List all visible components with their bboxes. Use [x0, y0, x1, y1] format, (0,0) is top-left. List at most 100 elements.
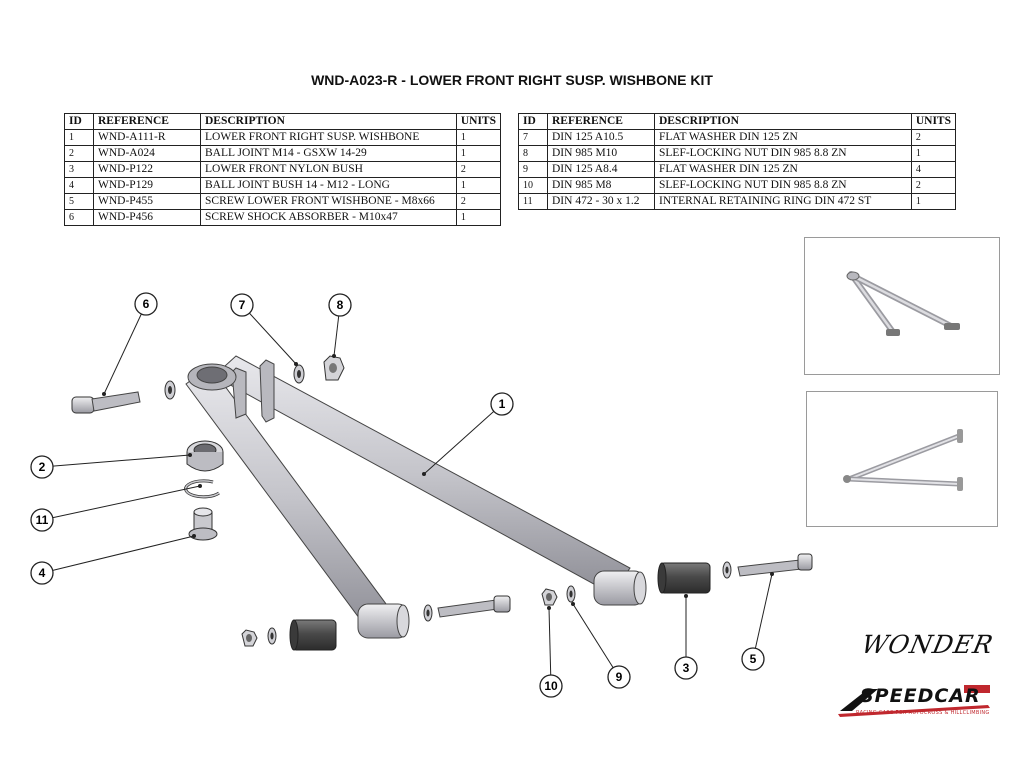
callout-bubble-10 [539, 674, 563, 698]
callout-arrowhead-8 [332, 354, 336, 358]
callout-leader-6 [103, 303, 147, 395]
callout-arrowhead-1 [422, 472, 426, 476]
callout-arrowhead-11 [198, 484, 202, 488]
wishbone-arm [185, 355, 647, 639]
cell-units: 1 [455, 209, 502, 226]
callout-label-8: 8 [337, 298, 344, 312]
cell-reference: WND-P455 [93, 193, 201, 210]
callout-bubble-7 [230, 293, 254, 317]
callout-arrowhead-9 [571, 602, 575, 606]
table-header-row: ID REFERENCE DESCRIPTION UNITS [518, 113, 957, 130]
col-units: UNITS [910, 113, 957, 130]
cell-description: LOWER FRONT RIGHT SUSP. WISHBONE [200, 129, 457, 146]
cell-reference: WND-A024 [93, 145, 201, 162]
washer-part-9 [566, 585, 576, 603]
cell-reference: WND-P122 [93, 161, 201, 178]
cell-reference: DIN 985 M10 [547, 145, 655, 162]
callout-label-3: 3 [683, 661, 690, 675]
callout-leader-10 [548, 607, 552, 687]
nut-m8-part-10 [541, 588, 558, 606]
ball-joint-part-2 [186, 440, 224, 472]
callout-label-4: 4 [39, 566, 46, 580]
callout-arrowhead-10 [547, 606, 551, 610]
callout-bubble-9 [607, 665, 631, 689]
callout-bubble-1 [490, 392, 514, 416]
callout-label-10: 10 [544, 679, 558, 693]
callout-layer: 1 2 3 4 5 6 7 8 9 10 11 [30, 292, 774, 698]
callout-arrowhead-7 [294, 362, 298, 366]
nylon-bush-bottom-left [289, 619, 337, 651]
callout-leader-9 [572, 603, 620, 678]
cell-reference: WND-P456 [93, 209, 201, 226]
callout-bubble-3 [674, 656, 698, 680]
callout-arrowhead-2 [188, 453, 192, 457]
callout-label-6: 6 [143, 297, 150, 311]
callout-arrowhead-4 [192, 534, 196, 538]
callout-label-7: 7 [239, 298, 246, 312]
callout-bubble-11 [30, 508, 54, 532]
cell-description: SCREW SHOCK ABSORBER - M10x47 [200, 209, 457, 226]
callout-bubble-4 [30, 561, 54, 585]
nut-m8-bottom-left [241, 629, 258, 647]
table-header-row: ID REFERENCE DESCRIPTION UNITS [64, 113, 502, 130]
col-reference: REFERENCE [547, 113, 655, 130]
callout-label-9: 9 [616, 670, 623, 684]
retaining-ring-part-11 [184, 479, 220, 499]
callout-bubble-2 [30, 455, 54, 479]
speedcar-swoosh-icon [838, 685, 990, 717]
washer-bottom-mid [423, 604, 433, 622]
screw-m8-bottom [437, 595, 511, 618]
speedcar-tagline: RACING CARS FOR AUTOCROSS & HILLCLIMBING [856, 710, 990, 716]
speedcar-logo-text: SPEEDCAR [860, 685, 981, 707]
cell-units: 1 [910, 193, 957, 210]
cell-reference: DIN 472 - 30 x 1.2 [547, 193, 655, 210]
screw-m10-part-6 [71, 391, 141, 414]
washer-part-7-b [293, 364, 305, 384]
cell-description: SCREW LOWER FRONT WISHBONE - M8x66 [200, 193, 457, 210]
callout-leader-11 [41, 485, 201, 521]
callout-bubble-8 [328, 293, 352, 317]
cell-reference: DIN 125 A8.4 [547, 161, 655, 178]
nylon-bush-part-3 [657, 562, 711, 594]
callout-label-1: 1 [499, 397, 506, 411]
cell-description: INTERNAL RETAINING RING DIN 472 ST [654, 193, 912, 210]
cell-reference: DIN 125 A10.5 [547, 129, 655, 146]
callout-label-2: 2 [39, 460, 46, 474]
callout-leader-5 [752, 573, 773, 660]
kit-title: WND-A023-R - LOWER FRONT RIGHT SUSP. WIS… [311, 72, 713, 88]
callout-leader-7 [241, 304, 297, 365]
cell-id: 6 [64, 209, 94, 226]
callout-arrowhead-5 [770, 572, 774, 576]
speedcar-logo: SPEEDCAR RACING CARS FOR AUTOCROSS & HIL… [838, 681, 994, 719]
washer-bottom-left [267, 627, 277, 645]
callout-leader-2 [41, 454, 191, 468]
wishbone-top-image [843, 429, 963, 491]
cell-reference: DIN 985 M8 [547, 177, 655, 194]
thumbnail-view-top [806, 391, 998, 527]
screw-m8-part-5 [737, 553, 813, 577]
callout-bubble-6 [134, 292, 158, 316]
nut-m10-part-8 [323, 355, 345, 381]
callout-bubble-5 [741, 647, 765, 671]
callout-arrowhead-3 [684, 594, 688, 598]
wonder-logo: WONDER [858, 630, 997, 659]
wishbone-iso-image [846, 271, 960, 336]
callout-label-5: 5 [750, 652, 757, 666]
callout-label-11: 11 [36, 513, 49, 527]
cell-description: SLEF-LOCKING NUT DIN 985 8.8 ZN [654, 177, 912, 194]
washer-part-7 [164, 380, 176, 400]
callout-leader-1 [423, 403, 503, 475]
cell-units: 2 [455, 161, 502, 178]
ball-joint-bush-part-4 [188, 507, 218, 541]
col-reference: REFERENCE [93, 113, 201, 130]
callout-arrowhead-6 [102, 392, 106, 396]
washer-right [722, 561, 732, 579]
